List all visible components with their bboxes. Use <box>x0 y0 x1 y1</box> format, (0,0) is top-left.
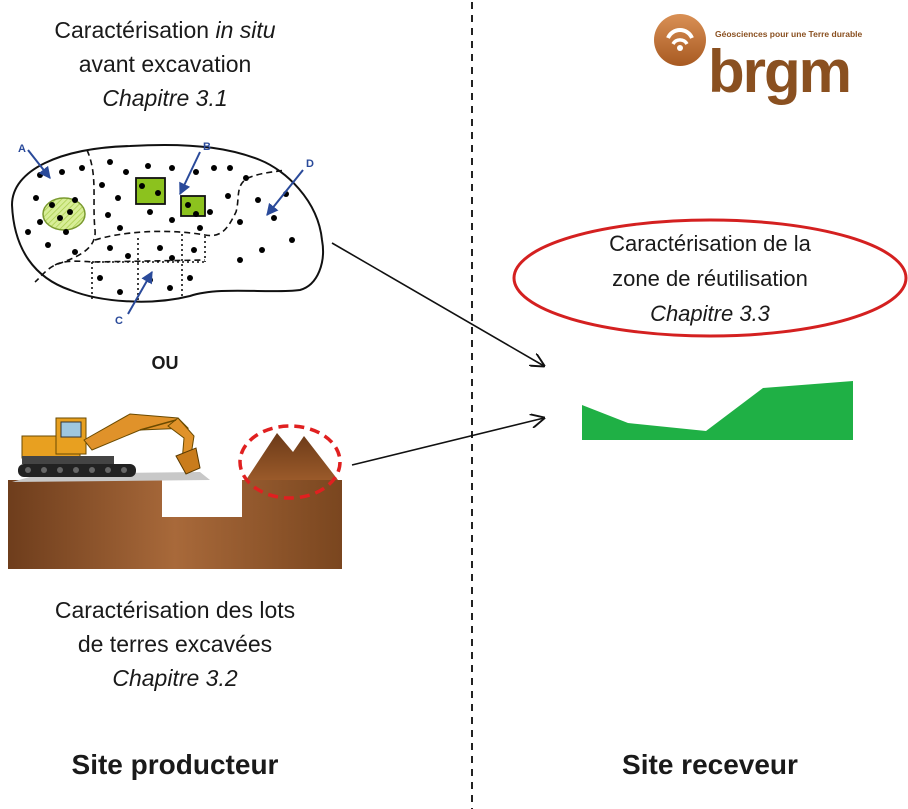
zone-b-label: B <box>203 141 211 153</box>
zone-b-square <box>135 177 166 205</box>
sample-point <box>49 202 55 208</box>
sample-points <box>25 159 295 295</box>
sample-point <box>169 165 175 171</box>
excavated-soil-pile <box>246 433 338 480</box>
zone-b-square <box>180 195 206 217</box>
zone-boundary-line <box>54 259 206 266</box>
sample-point <box>185 202 191 208</box>
zone-d-pointer <box>266 169 304 216</box>
lots-chapter: Chapitre 3.2 <box>112 665 238 691</box>
insitu-title-line2: avant excavation <box>78 51 252 77</box>
insitu-title: Caractérisation in situ avant excavation… <box>0 13 330 115</box>
insitu-title-italic: in situ <box>215 17 276 43</box>
sample-point <box>169 217 175 223</box>
sample-point <box>59 169 65 175</box>
lots-title-line1: Caractérisation des lots <box>54 597 296 623</box>
receiver-site-label: Site receveur <box>622 749 798 780</box>
sample-point <box>193 169 199 175</box>
zone-d-label: D <box>306 158 314 170</box>
brgm-logo: Géosciences pour une Terre durable brgm <box>654 14 862 105</box>
sample-point <box>139 183 145 189</box>
sample-point <box>57 215 63 221</box>
zone-b-pointer <box>179 151 201 196</box>
sample-point <box>207 209 213 215</box>
lots-title-line2: de terres excavées <box>77 631 273 657</box>
sample-point <box>45 242 51 248</box>
insitu-to-receiver-arrow <box>331 242 544 366</box>
sample-point <box>147 209 153 215</box>
sample-point <box>155 190 161 196</box>
reuse-chapter: Chapitre 3.3 <box>650 301 770 326</box>
sample-point <box>117 289 123 295</box>
logo-tagline: Géosciences pour une Terre durable <box>715 29 862 39</box>
sample-point <box>193 211 199 217</box>
sample-point <box>125 253 131 259</box>
zone-a-label: A <box>18 143 26 155</box>
receiver-terrain <box>582 381 853 440</box>
soil-pile-highlight <box>238 424 342 500</box>
sample-point <box>243 175 249 181</box>
zone-a-hotspot <box>42 197 86 231</box>
sample-point <box>37 172 43 178</box>
sample-point <box>79 165 85 171</box>
excavation-scene <box>8 413 342 569</box>
insitu-chapter: Chapitre 3.1 <box>102 85 228 111</box>
sampling-grid <box>91 234 206 300</box>
zone-c-label: C <box>115 315 123 327</box>
zone-c-pointer <box>127 270 153 315</box>
reuse-zone-highlight <box>512 218 908 338</box>
sample-point <box>33 195 39 201</box>
reuse-title: Caractérisation de la zone de réutilisat… <box>540 226 880 331</box>
sample-point <box>25 229 31 235</box>
reuse-title-line1: Caractérisation de la <box>609 231 811 256</box>
sample-point <box>255 197 261 203</box>
sample-point <box>72 197 78 203</box>
or-label: OU <box>151 353 179 373</box>
reuse-title-line2: zone de réutilisation <box>612 266 808 291</box>
zone-boundary-line <box>34 149 96 283</box>
sample-point <box>259 247 265 253</box>
insitu-title-prefix: Caractérisation <box>54 17 216 43</box>
sample-point <box>63 229 69 235</box>
producer-site-label: Site producteur <box>71 749 279 780</box>
sample-point <box>157 245 163 251</box>
soil-block <box>8 480 342 569</box>
zone-a-pointer <box>27 149 51 179</box>
sample-point <box>117 225 123 231</box>
lots-title: Caractérisation des lots de terres excav… <box>0 593 350 695</box>
sample-point <box>67 209 73 215</box>
sample-point <box>289 237 295 243</box>
sample-point <box>237 257 243 263</box>
sample-point <box>225 193 231 199</box>
sample-point <box>237 219 243 225</box>
sample-point <box>197 225 203 231</box>
sample-point <box>271 215 277 221</box>
sample-point <box>169 255 175 261</box>
sample-point <box>187 275 193 281</box>
zone-boundary-line <box>94 169 286 241</box>
sample-point <box>191 247 197 253</box>
logo-wordmark: brgm <box>708 38 850 105</box>
sample-point <box>99 182 105 188</box>
sample-point <box>37 219 43 225</box>
sample-point <box>115 195 121 201</box>
sample-point <box>97 275 103 281</box>
sample-point <box>167 285 173 291</box>
sample-point <box>227 165 233 171</box>
sample-point <box>105 212 111 218</box>
insitu-site-map: A B C D <box>10 141 324 327</box>
excavator <box>18 413 201 477</box>
lots-to-receiver-arrow <box>351 418 544 466</box>
sample-point <box>72 249 78 255</box>
sample-point <box>123 169 129 175</box>
sample-point <box>107 159 113 165</box>
sample-point <box>145 163 151 169</box>
sample-point <box>211 165 217 171</box>
sample-point <box>107 245 113 251</box>
